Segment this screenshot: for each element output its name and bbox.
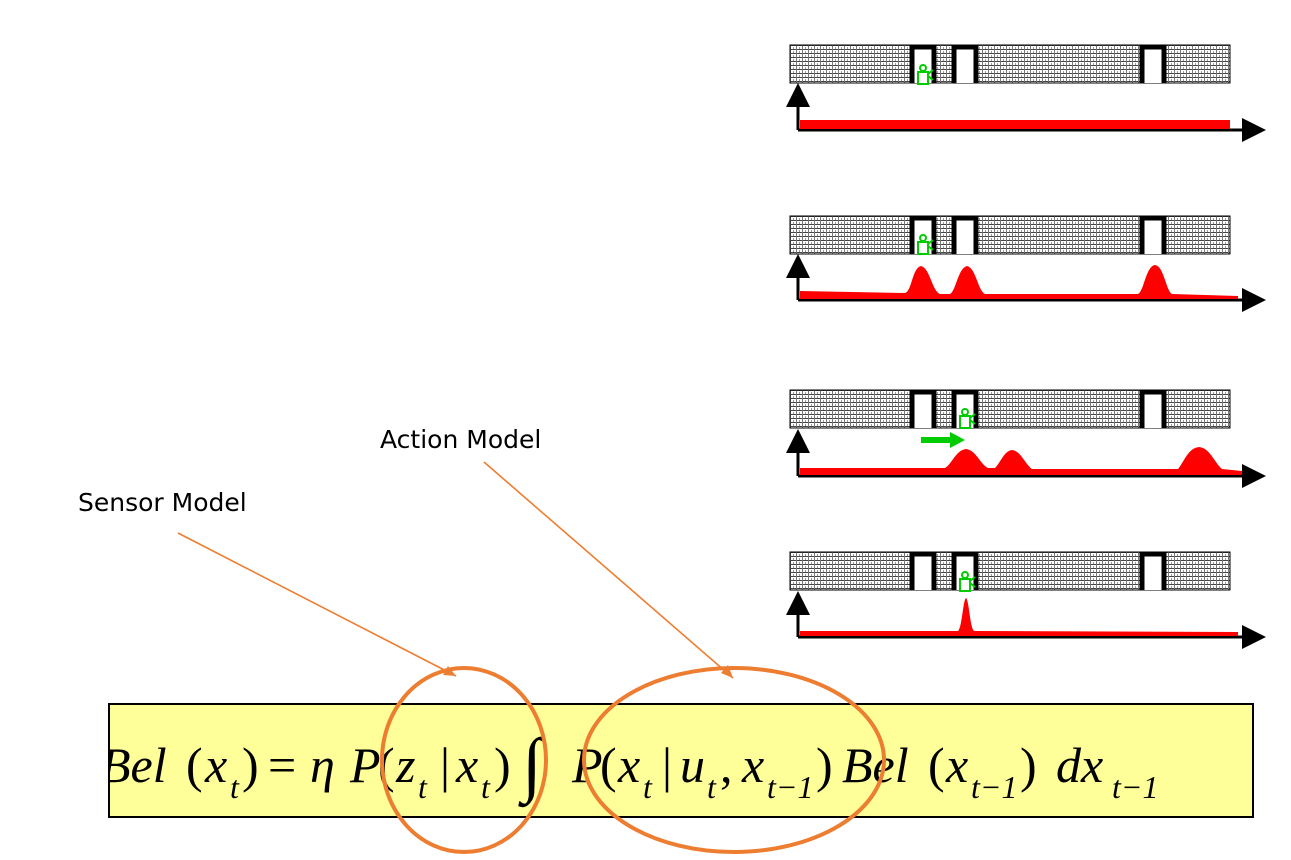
eta: η [310, 737, 335, 793]
action-model-pointer-head [721, 665, 733, 678]
subscript: t [230, 769, 240, 805]
corridor-map [790, 390, 1230, 428]
corridor-map [790, 216, 1230, 254]
motion-arrow-head [950, 432, 965, 448]
subscript: t [707, 769, 717, 805]
sensor-model-pointer [177, 532, 457, 677]
comma: , [720, 737, 733, 793]
action-model-label: Action Model [380, 425, 542, 454]
bel-term: Bel [110, 737, 167, 793]
paren: ( [600, 737, 617, 793]
bayes-filter-formula: Bel ( x t ) = η P ( z t | x t ) ∫ P ( x … [110, 724, 1158, 808]
prob-term: P [571, 737, 603, 793]
state-var: x [617, 737, 640, 793]
paren: ( [378, 737, 395, 793]
paren: ) [1020, 737, 1037, 793]
subscript: t−1 [971, 769, 1017, 805]
conditional-bar: | [440, 737, 450, 793]
subscript: t [418, 769, 428, 805]
measurement-var: z [395, 737, 415, 793]
corridor-map [790, 552, 1230, 590]
paren: ( [928, 737, 945, 793]
subscript: t−1 [767, 769, 813, 805]
state-var: x [204, 737, 227, 793]
bel-term: Bel [842, 737, 909, 793]
corridor-map [790, 45, 1230, 83]
state-var: x [741, 737, 764, 793]
action-model-pointer [483, 461, 734, 679]
subscript: t−1 [1112, 769, 1158, 805]
belief-panel-uniform-prior [786, 45, 1266, 142]
subscript: t [643, 769, 653, 805]
state-var: x [455, 737, 478, 793]
integral-sign: ∫ [518, 724, 546, 808]
paren: ( [186, 737, 203, 793]
differential: dx [1056, 737, 1103, 793]
equals: = [268, 737, 296, 793]
belief-panel-after-second-observation [786, 552, 1266, 649]
conditional-bar: | [662, 737, 672, 793]
belief-panel-after-first-observation [786, 216, 1266, 312]
state-var: x [945, 737, 968, 793]
belief-distribution [800, 447, 1242, 475]
subscript: t [481, 769, 491, 805]
belief-distribution [800, 265, 1238, 299]
paren: ) [816, 737, 833, 793]
prob-term: P [349, 737, 381, 793]
belief-panel-after-motion [786, 390, 1266, 488]
belief-distribution [800, 120, 1230, 129]
paren: ) [242, 737, 259, 793]
sensor-model-label: Sensor Model [78, 488, 247, 517]
belief-distribution [800, 598, 1238, 636]
paren: ) [494, 737, 511, 793]
control-var: u [680, 737, 705, 793]
